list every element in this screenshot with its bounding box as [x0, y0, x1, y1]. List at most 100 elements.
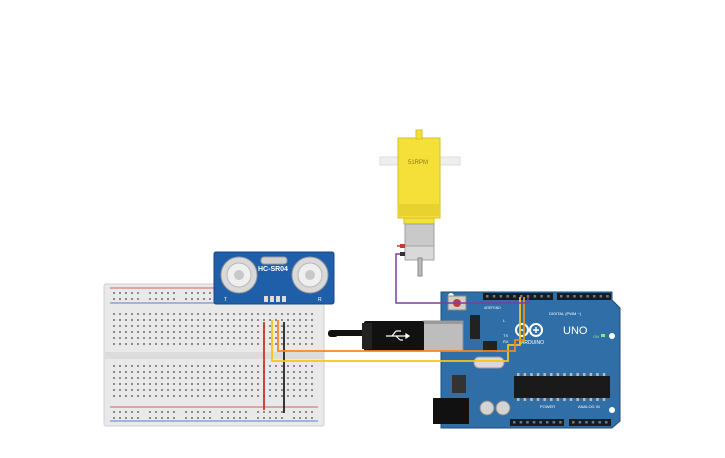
breadboard-hole[interactable]	[287, 377, 289, 379]
usb-port[interactable]	[422, 320, 464, 352]
breadboard-hole[interactable]	[161, 331, 163, 333]
breadboard-hole[interactable]	[185, 417, 187, 419]
breadboard-hole[interactable]	[209, 337, 211, 339]
breadboard-hole[interactable]	[275, 313, 277, 315]
breadboard-hole[interactable]	[311, 313, 313, 315]
breadboard-hole[interactable]	[119, 389, 121, 391]
breadboard-hole[interactable]	[269, 411, 271, 413]
breadboard-hole[interactable]	[287, 313, 289, 315]
breadboard-hole[interactable]	[203, 411, 205, 413]
breadboard-hole[interactable]	[155, 313, 157, 315]
breadboard-hole[interactable]	[221, 411, 223, 413]
breadboard-hole[interactable]	[155, 411, 157, 413]
breadboard-hole[interactable]	[245, 331, 247, 333]
breadboard-hole[interactable]	[293, 411, 295, 413]
breadboard-hole[interactable]	[221, 325, 223, 327]
breadboard-hole[interactable]	[137, 383, 139, 385]
breadboard-hole[interactable]	[119, 331, 121, 333]
breadboard-hole[interactable]	[293, 377, 295, 379]
header-pin[interactable]	[599, 295, 603, 298]
breadboard-hole[interactable]	[215, 389, 217, 391]
breadboard-hole[interactable]	[197, 395, 199, 397]
breadboard-hole[interactable]	[131, 325, 133, 327]
breadboard-hole[interactable]	[311, 395, 313, 397]
breadboard-hole[interactable]	[239, 313, 241, 315]
breadboard-hole[interactable]	[137, 292, 139, 294]
breadboard-hole[interactable]	[257, 389, 259, 391]
breadboard-hole[interactable]	[275, 325, 277, 327]
breadboard-hole[interactable]	[143, 313, 145, 315]
breadboard-hole[interactable]	[185, 337, 187, 339]
breadboard-hole[interactable]	[161, 325, 163, 327]
breadboard-hole[interactable]	[155, 337, 157, 339]
breadboard-hole[interactable]	[191, 365, 193, 367]
breadboard-hole[interactable]	[119, 411, 121, 413]
header-pin[interactable]	[513, 421, 516, 424]
breadboard-hole[interactable]	[173, 365, 175, 367]
breadboard-hole[interactable]	[137, 325, 139, 327]
breadboard-hole[interactable]	[287, 319, 289, 321]
breadboard-hole[interactable]	[161, 383, 163, 385]
breadboard-hole[interactable]	[161, 389, 163, 391]
breadboard-hole[interactable]	[287, 337, 289, 339]
breadboard-hole[interactable]	[215, 325, 217, 327]
breadboard-hole[interactable]	[125, 371, 127, 373]
dc-gear-motor[interactable]: 51RPM	[379, 129, 461, 277]
breadboard-hole[interactable]	[167, 411, 169, 413]
breadboard-hole[interactable]	[281, 325, 283, 327]
breadboard-hole[interactable]	[125, 365, 127, 367]
breadboard-hole[interactable]	[269, 365, 271, 367]
breadboard-hole[interactable]	[245, 325, 247, 327]
breadboard-hole[interactable]	[215, 331, 217, 333]
breadboard-hole[interactable]	[191, 298, 193, 300]
breadboard-hole[interactable]	[227, 365, 229, 367]
header-pin[interactable]	[546, 421, 549, 424]
breadboard-hole[interactable]	[191, 331, 193, 333]
breadboard-hole[interactable]	[305, 371, 307, 373]
breadboard-hole[interactable]	[251, 365, 253, 367]
breadboard-hole[interactable]	[161, 377, 163, 379]
breadboard-hole[interactable]	[125, 389, 127, 391]
breadboard-hole[interactable]	[209, 389, 211, 391]
breadboard-hole[interactable]	[245, 417, 247, 419]
breadboard-hole[interactable]	[257, 319, 259, 321]
breadboard-hole[interactable]	[299, 331, 301, 333]
breadboard-hole[interactable]	[197, 331, 199, 333]
breadboard-hole[interactable]	[281, 389, 283, 391]
breadboard-hole[interactable]	[203, 298, 205, 300]
breadboard-hole[interactable]	[227, 411, 229, 413]
breadboard-hole[interactable]	[257, 395, 259, 397]
breadboard-hole[interactable]	[245, 377, 247, 379]
breadboard-hole[interactable]	[113, 331, 115, 333]
breadboard-hole[interactable]	[245, 389, 247, 391]
breadboard-hole[interactable]	[155, 331, 157, 333]
header-pin[interactable]	[533, 295, 537, 298]
breadboard-hole[interactable]	[209, 313, 211, 315]
breadboard-hole[interactable]	[131, 343, 133, 345]
breadboard-hole[interactable]	[113, 325, 115, 327]
breadboard-hole[interactable]	[149, 371, 151, 373]
breadboard-hole[interactable]	[179, 395, 181, 397]
breadboard-hole[interactable]	[287, 325, 289, 327]
breadboard-hole[interactable]	[263, 319, 265, 321]
breadboard-hole[interactable]	[299, 365, 301, 367]
breadboard-hole[interactable]	[167, 395, 169, 397]
wire-orange[interactable]	[277, 297, 525, 352]
breadboard-hole[interactable]	[245, 371, 247, 373]
breadboard-hole[interactable]	[113, 365, 115, 367]
breadboard[interactable]	[103, 283, 325, 427]
breadboard-hole[interactable]	[233, 383, 235, 385]
breadboard-hole[interactable]	[287, 383, 289, 385]
breadboard-hole[interactable]	[281, 337, 283, 339]
breadboard-hole[interactable]	[299, 383, 301, 385]
breadboard-hole[interactable]	[293, 371, 295, 373]
breadboard-hole[interactable]	[257, 383, 259, 385]
breadboard-hole[interactable]	[125, 343, 127, 345]
breadboard-hole[interactable]	[155, 298, 157, 300]
breadboard-hole[interactable]	[263, 417, 265, 419]
breadboard-hole[interactable]	[131, 292, 133, 294]
breadboard-hole[interactable]	[239, 365, 241, 367]
breadboard-hole[interactable]	[251, 331, 253, 333]
breadboard-hole[interactable]	[311, 389, 313, 391]
breadboard-hole[interactable]	[173, 337, 175, 339]
